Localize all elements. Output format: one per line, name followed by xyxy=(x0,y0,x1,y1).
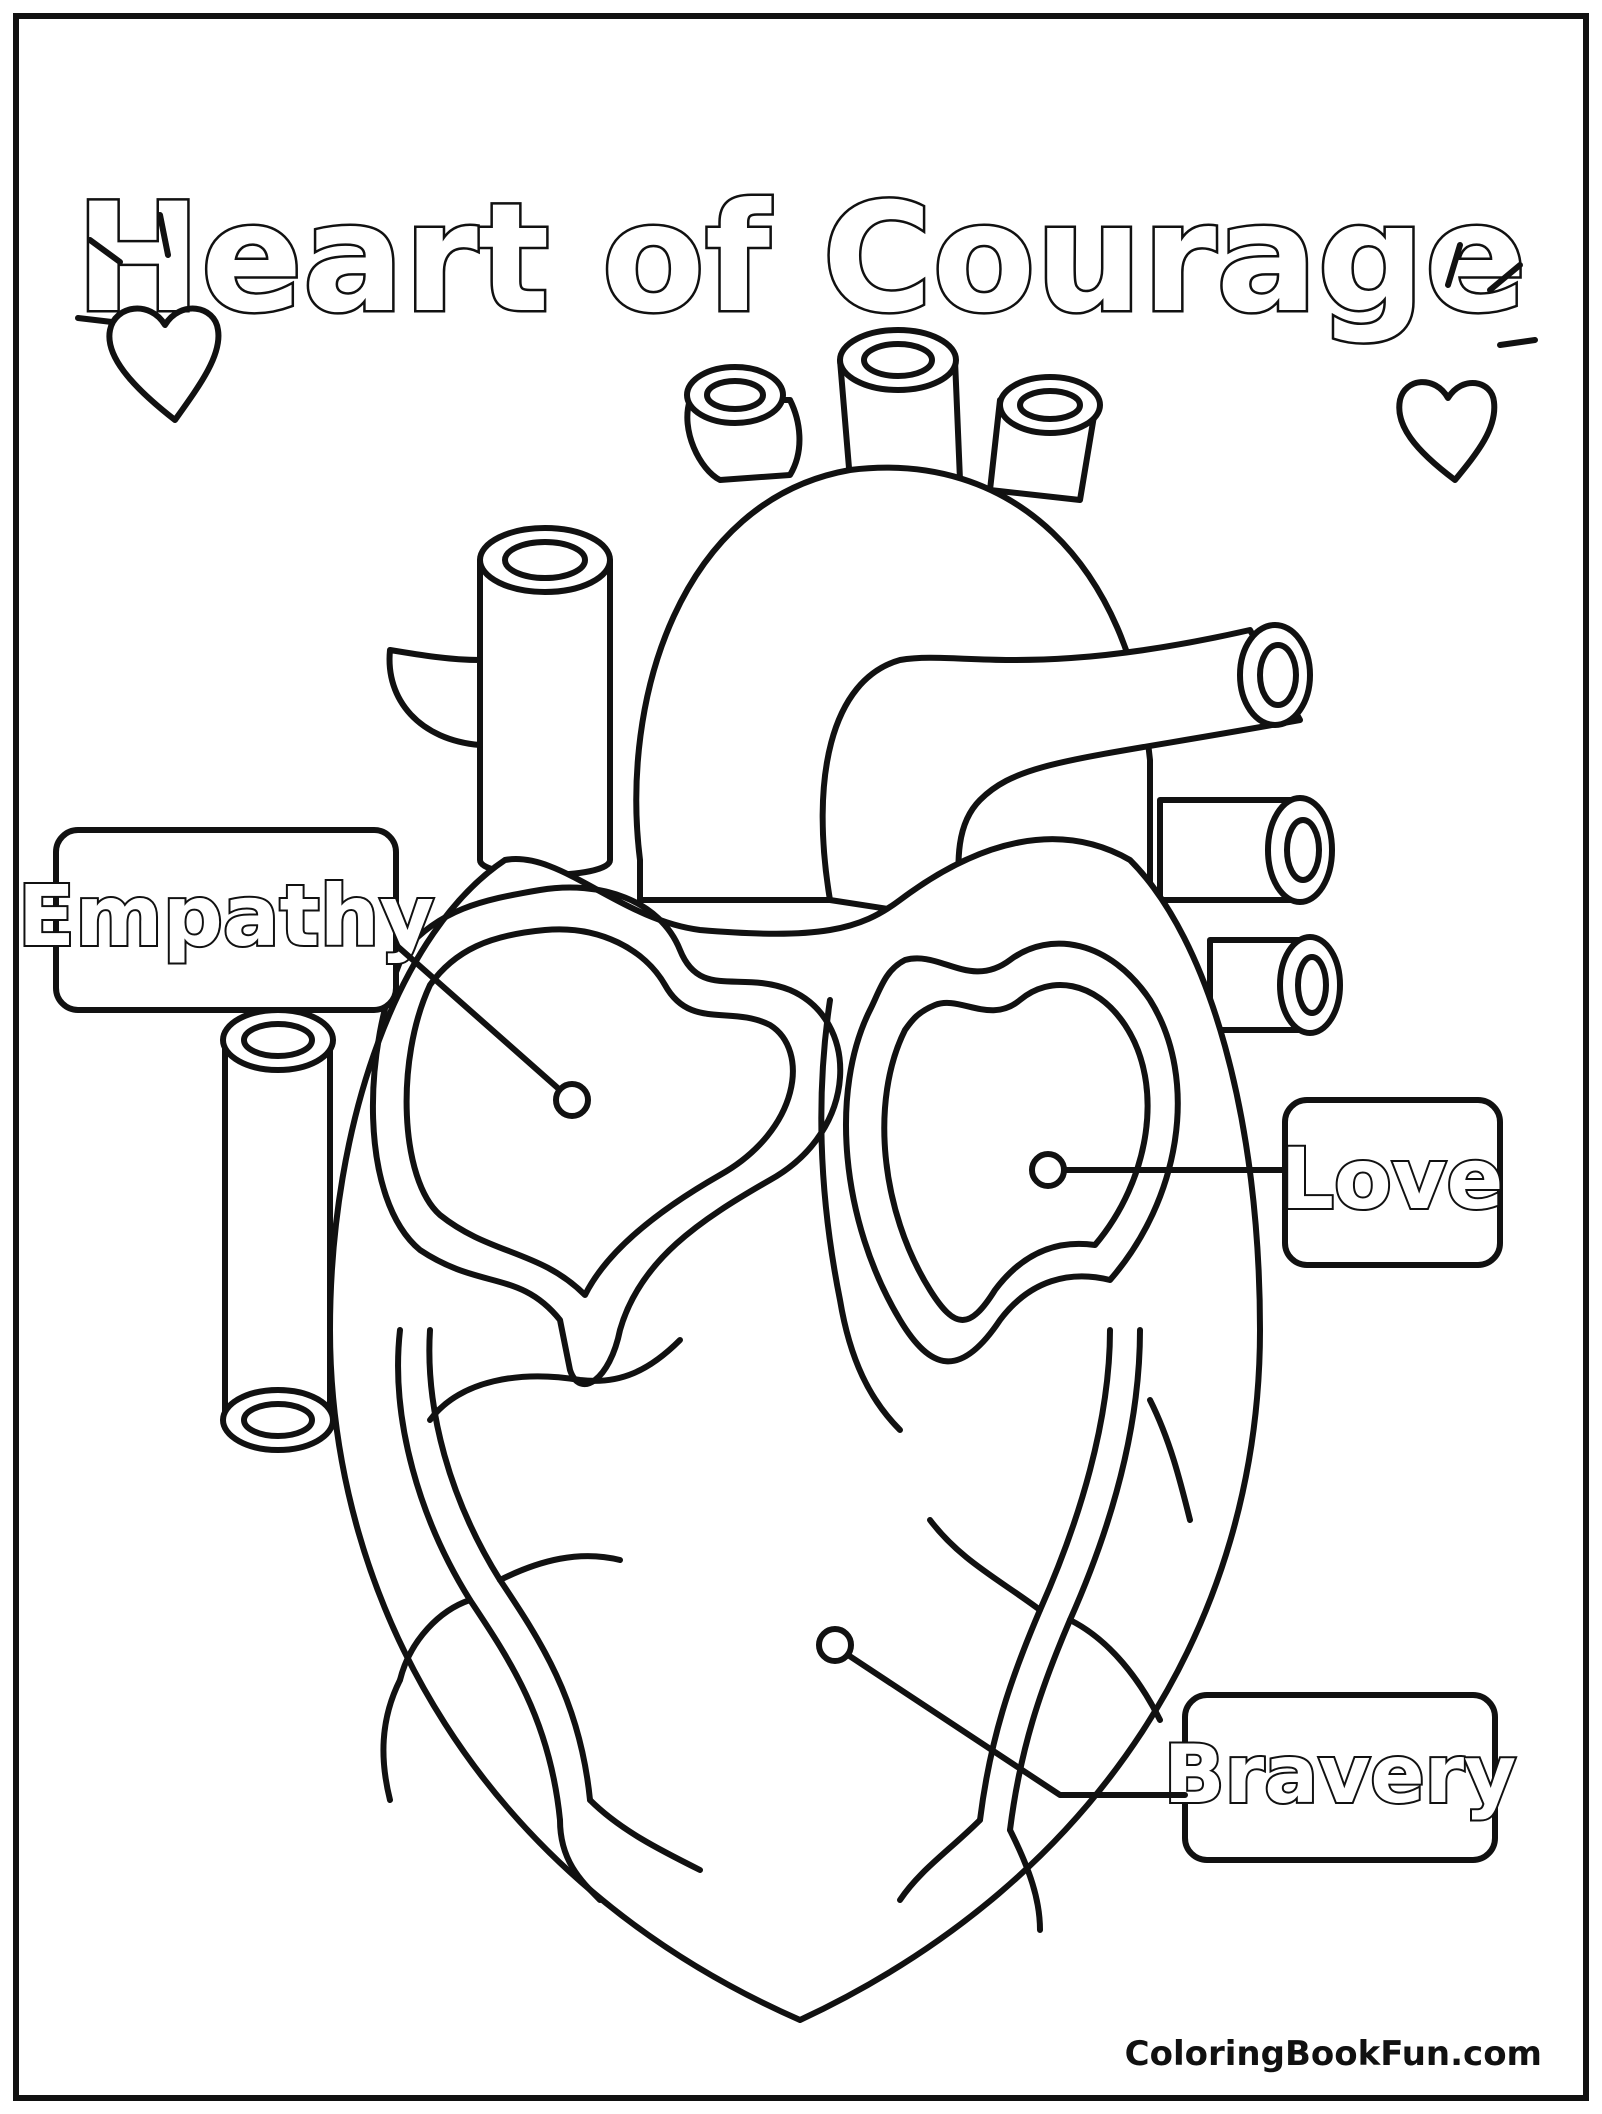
right-atrium-chamber xyxy=(369,884,844,1387)
right-heart-icon xyxy=(1396,379,1498,483)
pulmonary-artery xyxy=(819,622,1313,923)
bravery-label: Bravery xyxy=(1164,1728,1516,1821)
septum-line xyxy=(818,997,903,1433)
heart-body xyxy=(327,836,1263,2023)
left-sparks-icon xyxy=(75,212,171,325)
bravery-leader-line xyxy=(845,1652,1188,1798)
inferior-vena-cava xyxy=(220,1007,336,1453)
left-heart-icon xyxy=(106,305,222,423)
right-coronary-vessels xyxy=(897,1327,1193,1933)
bravery-label-box xyxy=(1182,1692,1498,1863)
left-coronary-vessels xyxy=(380,1327,703,1903)
empathy-label: Empathy xyxy=(18,867,434,965)
empathy-callout: Empathy xyxy=(16,827,591,1119)
left-branch-vessel xyxy=(386,647,483,748)
bravery-callout: Bravery xyxy=(816,1626,1518,1863)
empathy-label-box xyxy=(53,827,399,1013)
love-callout: Love xyxy=(1029,1097,1505,1268)
vena-cava xyxy=(477,525,613,878)
empathy-leader-line xyxy=(393,942,563,1093)
bravery-marker xyxy=(816,1626,854,1664)
site-credit: ColoringBookFun.com xyxy=(1124,2034,1542,2074)
left-atrium-chamber xyxy=(843,940,1181,1365)
love-label: Love xyxy=(1281,1130,1504,1228)
love-marker xyxy=(1029,1151,1067,1189)
right-sparks-icon xyxy=(1445,242,1538,348)
right-vessels xyxy=(1157,795,1343,1036)
empathy-marker xyxy=(553,1081,591,1119)
page-title: Heart of Courage xyxy=(75,172,1526,346)
love-label-box xyxy=(1282,1097,1503,1268)
page-border xyxy=(13,13,1589,2101)
